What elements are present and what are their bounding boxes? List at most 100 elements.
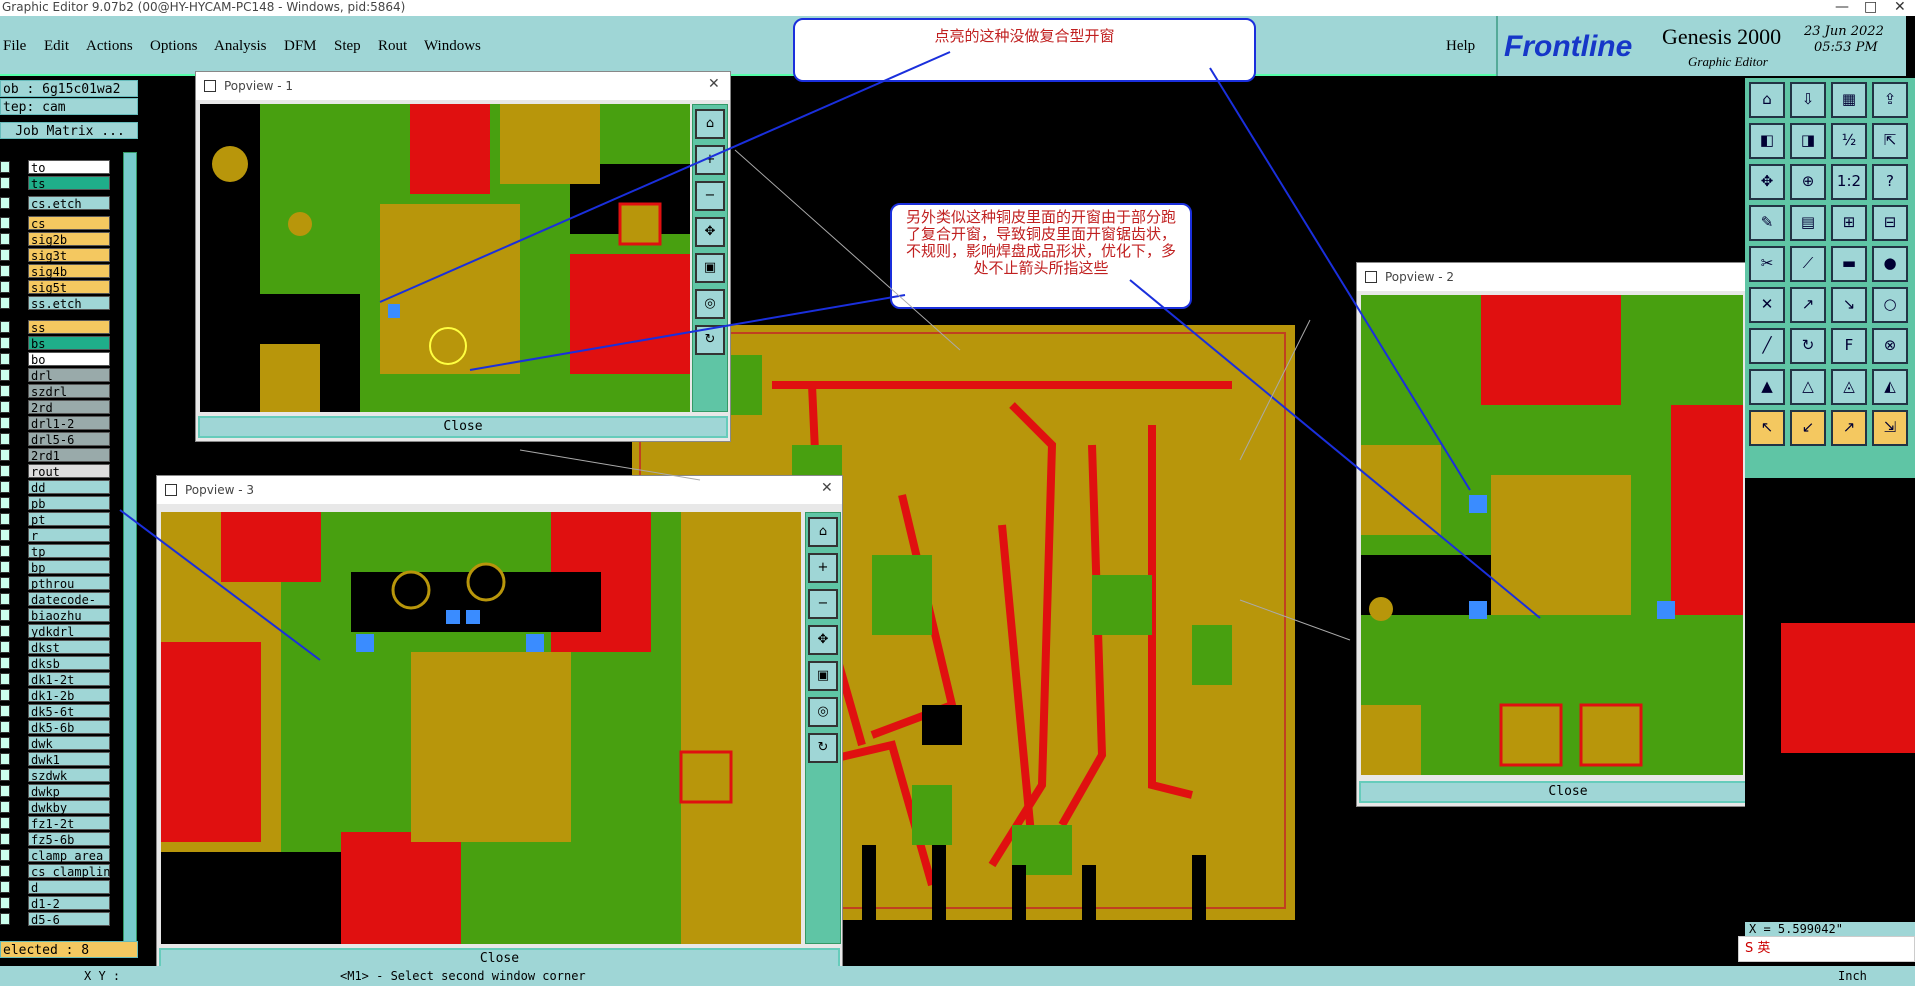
- fit-icon[interactable]: ▣: [808, 661, 838, 691]
- minimize-button[interactable]: —: [1835, 0, 1849, 15]
- fit-icon[interactable]: ▣: [695, 253, 725, 283]
- layer-checkbox[interactable]: [0, 417, 10, 429]
- menu-actions[interactable]: Actions: [86, 38, 133, 54]
- layer-item[interactable]: pthrou: [28, 576, 110, 591]
- cursor3-icon[interactable]: ↗: [1831, 410, 1867, 446]
- layer-checkbox[interactable]: [0, 337, 10, 349]
- layer-item[interactable]: d5-6: [28, 912, 110, 927]
- layer-checkbox[interactable]: [0, 609, 10, 621]
- redraw-icon[interactable]: ↻: [808, 733, 838, 763]
- layer-checkbox[interactable]: [0, 265, 10, 277]
- layer-checkbox[interactable]: [0, 657, 10, 669]
- layer-checkbox[interactable]: [0, 545, 10, 557]
- popview-1[interactable]: Popview - 1 ✕ ⌂ + − ✥ ▣ ◎ ↻ Close: [195, 71, 731, 442]
- layer-item[interactable]: drl5-6: [28, 432, 110, 447]
- menu-edit[interactable]: Edit: [44, 38, 69, 54]
- collapse-icon[interactable]: ⊟: [1872, 205, 1908, 241]
- layer-checkbox[interactable]: [0, 217, 10, 229]
- layer-checkbox[interactable]: [0, 297, 10, 309]
- layer-item[interactable]: dwkby: [28, 800, 110, 815]
- layer-checkbox[interactable]: [0, 817, 10, 829]
- arrow2-icon[interactable]: ↘: [1831, 287, 1867, 323]
- center-icon[interactable]: ◎: [808, 697, 838, 727]
- layer-checkbox[interactable]: [0, 385, 10, 397]
- layer-item[interactable]: dksb: [28, 656, 110, 671]
- layer-item[interactable]: ss.etch: [28, 296, 110, 311]
- popview-1-close-button[interactable]: Close: [198, 416, 728, 438]
- layer-checkbox[interactable]: [0, 577, 10, 589]
- layer-checkbox[interactable]: [0, 801, 10, 813]
- layer-checkbox[interactable]: [0, 865, 10, 877]
- export-icon[interactable]: ⇪: [1872, 82, 1908, 118]
- menu-rout[interactable]: Rout: [378, 38, 408, 54]
- layer-checkbox[interactable]: [0, 161, 10, 173]
- layer-item[interactable]: tp: [28, 544, 110, 559]
- layer-item[interactable]: sig2b: [28, 232, 110, 247]
- layer-checkbox[interactable]: [0, 233, 10, 245]
- layer-checkbox[interactable]: [0, 913, 10, 925]
- layer-item[interactable]: dwkp: [28, 784, 110, 799]
- layer-checkbox[interactable]: [0, 449, 10, 461]
- layer-checkbox[interactable]: [0, 465, 10, 477]
- layer-item[interactable]: sig4b: [28, 264, 110, 279]
- layer-item[interactable]: ts: [28, 176, 110, 191]
- layer-item[interactable]: dwk: [28, 736, 110, 751]
- layer-item[interactable]: dd: [28, 480, 110, 495]
- close-icon[interactable]: ✕: [821, 480, 833, 496]
- zoom-in-icon[interactable]: +: [808, 553, 838, 583]
- layer-checkbox[interactable]: [0, 197, 10, 209]
- layer-checkbox[interactable]: [0, 737, 10, 749]
- layer-checkbox[interactable]: [0, 673, 10, 685]
- layer-checkbox[interactable]: [0, 433, 10, 445]
- layer-checkbox[interactable]: [0, 785, 10, 797]
- layer-item[interactable]: bp: [28, 560, 110, 575]
- pan-icon[interactable]: ✥: [808, 625, 838, 655]
- dot-icon[interactable]: ●: [1872, 246, 1908, 282]
- layer-item[interactable]: cs_clampline: [28, 864, 118, 879]
- table-icon[interactable]: ▤: [1790, 205, 1826, 241]
- layer-checkbox[interactable]: [0, 849, 10, 861]
- layer-item[interactable]: bs: [28, 336, 110, 351]
- popview-3[interactable]: Popview - 3 ✕ ⌂ + − ✥ ▣ ◎ ↻: [156, 475, 843, 972]
- popview-2[interactable]: Popview - 2 ✕ ⌂ + − ✥ ▣ ◎ ↻ Close: [1356, 262, 1780, 807]
- layer-checkbox[interactable]: [0, 641, 10, 653]
- popview-2-canvas[interactable]: [1361, 295, 1743, 775]
- cursor2-icon[interactable]: ↙: [1790, 410, 1826, 446]
- flip-icon[interactable]: F: [1831, 328, 1867, 364]
- left-icon[interactable]: ◧: [1749, 123, 1785, 159]
- close-window-button[interactable]: ✕: [1894, 0, 1906, 15]
- center-icon[interactable]: ⊕: [1790, 164, 1826, 200]
- layer-checkbox[interactable]: [0, 625, 10, 637]
- triangle4-icon[interactable]: ◭: [1872, 369, 1908, 405]
- layer-item[interactable]: drl1-2: [28, 416, 110, 431]
- line-icon[interactable]: ⟋: [1790, 246, 1826, 282]
- layer-item[interactable]: ss: [28, 320, 110, 335]
- layer-checkbox[interactable]: [0, 177, 10, 189]
- layer-checkbox[interactable]: [0, 249, 10, 261]
- layer-item[interactable]: d1-2: [28, 896, 110, 911]
- layer-item[interactable]: biaozhu: [28, 608, 110, 623]
- redraw-icon[interactable]: ↻: [695, 325, 725, 355]
- menu-step[interactable]: Step: [334, 38, 361, 54]
- layer-item[interactable]: bo: [28, 352, 110, 367]
- layer-checkbox[interactable]: [0, 369, 10, 381]
- layer-item[interactable]: pb: [28, 496, 110, 511]
- menu-windows[interactable]: Windows: [424, 38, 481, 54]
- layer-item[interactable]: 2rd: [28, 400, 110, 415]
- layer-checkbox[interactable]: [0, 529, 10, 541]
- center-icon[interactable]: ◎: [695, 289, 725, 319]
- slash-icon[interactable]: ╱: [1749, 328, 1785, 364]
- menu-dfm[interactable]: DFM: [284, 38, 317, 54]
- layer-item[interactable]: cs.etch: [28, 196, 110, 211]
- maximize-button[interactable]: □: [1864, 0, 1878, 15]
- cursor4-icon[interactable]: ⇲: [1872, 410, 1908, 446]
- edit-icon[interactable]: ✎: [1749, 205, 1785, 241]
- help-icon[interactable]: ?: [1872, 164, 1908, 200]
- layer-item[interactable]: szdwk: [28, 768, 110, 783]
- layer-item[interactable]: clamp_area: [28, 848, 110, 863]
- layer-item[interactable]: pt: [28, 512, 110, 527]
- units-label[interactable]: Inch: [1838, 969, 1867, 983]
- zoom-out-icon[interactable]: −: [695, 181, 725, 211]
- layer-item[interactable]: datecode-to: [28, 592, 110, 621]
- layer-item[interactable]: dwk1: [28, 752, 110, 767]
